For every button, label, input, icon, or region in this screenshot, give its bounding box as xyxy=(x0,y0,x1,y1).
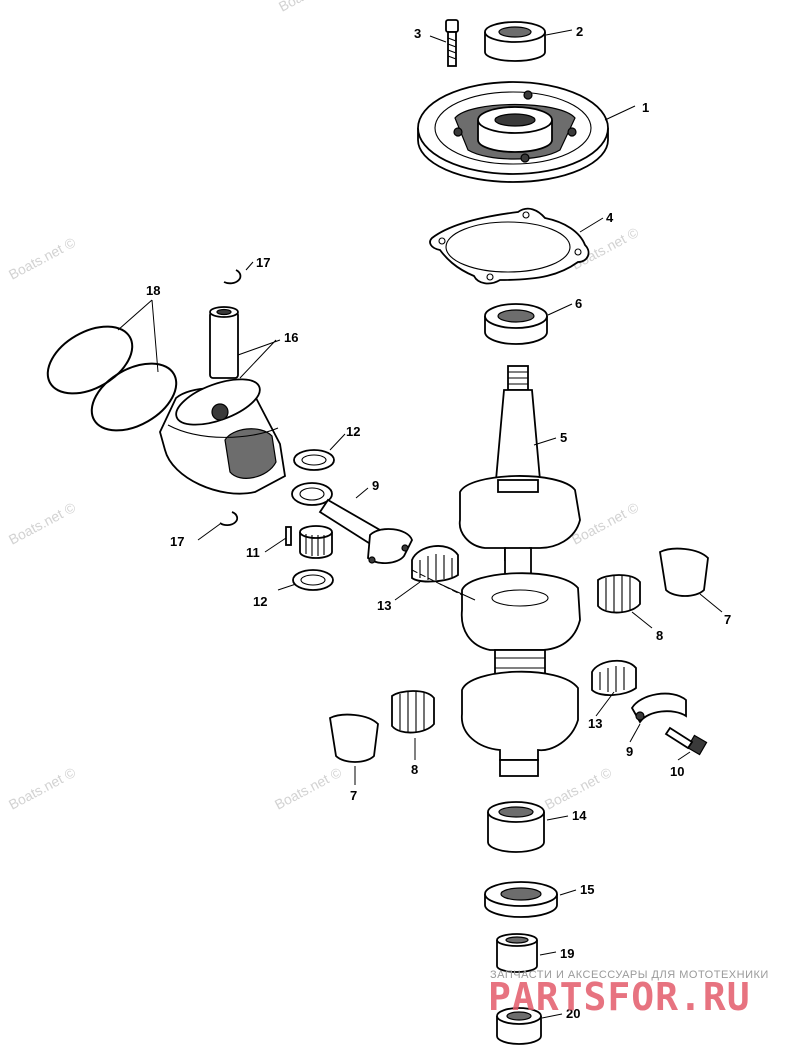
callout-17-bottom: 17 xyxy=(170,534,184,549)
part-13-bearing-right xyxy=(591,659,637,696)
callout-4: 4 xyxy=(606,210,614,225)
part-5-crankshaft xyxy=(458,365,581,777)
watermark: Boats.net © xyxy=(6,764,79,813)
brand-tagline: ЗАПЧАСТИ И АКСЕССУАРЫ ДЛЯ МОТОТЕХНИКИ xyxy=(490,969,769,981)
callout-20: 20 xyxy=(566,1006,580,1021)
callout-7-right: 7 xyxy=(724,612,731,627)
callout-15: 15 xyxy=(580,882,594,897)
callout-10: 10 xyxy=(670,764,684,779)
callout-3: 3 xyxy=(414,26,421,41)
callout-9-right: 9 xyxy=(626,744,633,759)
callout-2: 2 xyxy=(576,24,583,39)
part-1-housing xyxy=(417,81,609,183)
watermark: Boats.net © xyxy=(6,499,79,548)
part-19-bushing xyxy=(496,933,538,973)
callout-17-top: 17 xyxy=(256,255,270,270)
part-7-shell-left xyxy=(329,713,379,763)
part-12-washer-bottom xyxy=(292,569,334,591)
part-18-piston-rings xyxy=(46,325,178,432)
part-11-needle xyxy=(285,526,292,546)
brand-overlay: ЗАПЧАСТИ И АКСЕССУАРЫ ДЛЯ МОТОТЕХНИКИ PA… xyxy=(488,969,769,1019)
watermark: Boats.net © xyxy=(542,764,615,813)
brand-logo: PARTSFOR.RU xyxy=(488,975,751,1019)
part-7-shell-right xyxy=(659,547,709,597)
part-9-connecting-rod xyxy=(291,482,413,564)
part-8-bearing-right xyxy=(597,574,641,614)
part-10-cap-screw xyxy=(664,726,708,756)
leader-lines xyxy=(117,29,723,1019)
callout-12-bottom: 12 xyxy=(253,594,267,609)
callout-12-top: 12 xyxy=(346,424,360,439)
callout-6: 6 xyxy=(575,296,582,311)
part-9-rod-cap xyxy=(630,692,687,724)
part-13-bearing-left xyxy=(411,545,459,583)
callout-14: 14 xyxy=(572,808,587,823)
part-20-bearing xyxy=(496,1007,542,1045)
callout-8-right: 8 xyxy=(656,628,663,643)
callout-1: 1 xyxy=(642,100,649,115)
callout-16: 16 xyxy=(284,330,298,345)
watermark: Boats.net © xyxy=(276,0,349,15)
part-2-seal xyxy=(484,21,546,62)
callout-labels: 1 2 3 4 5 6 7 7 8 8 9 9 10 11 12 12 13 1… xyxy=(146,24,731,1021)
part-11-needle-cage xyxy=(299,525,333,559)
callout-18: 18 xyxy=(146,283,160,298)
callout-13-left: 13 xyxy=(377,598,391,613)
watermark: Boats.net © xyxy=(6,234,79,283)
part-17-clip-bottom xyxy=(219,511,239,527)
watermark: Boats.net © xyxy=(272,764,345,813)
callout-5: 5 xyxy=(560,430,567,445)
callout-9-top: 9 xyxy=(372,478,379,493)
part-4-gasket xyxy=(429,207,590,285)
callout-19: 19 xyxy=(560,946,574,961)
callout-13-right: 13 xyxy=(588,716,602,731)
part-16-piston-pin xyxy=(209,306,239,379)
part-17-clip-top xyxy=(223,269,242,285)
part-8-bearing-left xyxy=(391,690,435,734)
part-16-piston xyxy=(159,378,286,495)
callout-11: 11 xyxy=(246,545,260,560)
callout-7-left: 7 xyxy=(350,788,357,803)
part-12-washer-top xyxy=(293,449,335,471)
part-6-bearing xyxy=(484,303,548,345)
part-14-bearing xyxy=(487,801,545,853)
part-3-bolt xyxy=(445,19,459,67)
part-15-seal xyxy=(484,881,558,918)
callout-8-left: 8 xyxy=(411,762,418,777)
